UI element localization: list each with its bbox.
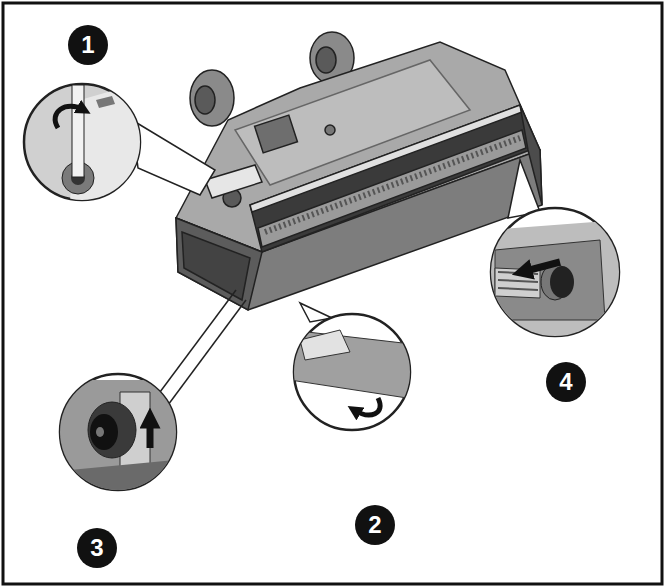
frame — [3, 3, 662, 584]
detail-clip — [290, 303, 420, 430]
callout-number: 1 — [68, 25, 108, 65]
callout-number: 3 — [77, 528, 117, 568]
power-nozzle — [176, 32, 542, 310]
detail-roller-end — [490, 160, 620, 340]
detail-gear — [60, 290, 246, 490]
callout-number: 4 — [546, 362, 586, 402]
callout-number-text: 4 — [559, 370, 572, 394]
callout-number-text: 1 — [81, 33, 94, 57]
callout-number: 2 — [355, 505, 395, 545]
callout-number-text: 3 — [90, 536, 103, 560]
detail-screw — [24, 80, 215, 200]
callout-number-text: 2 — [368, 513, 381, 537]
